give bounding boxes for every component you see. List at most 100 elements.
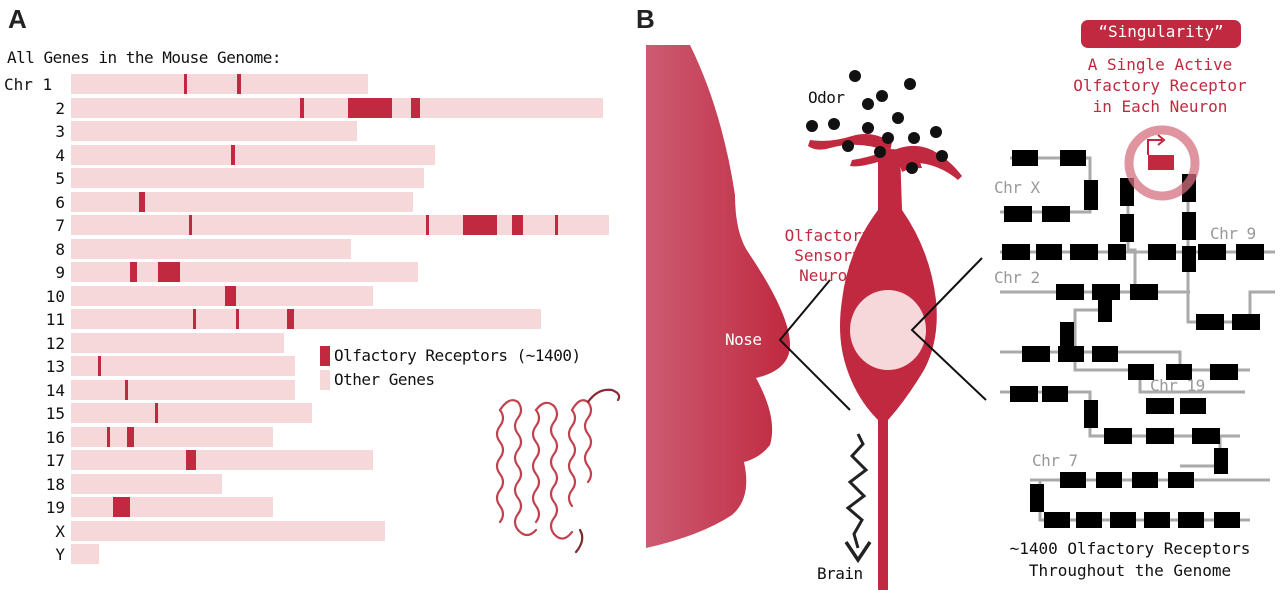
olfactory-receptor-mark: [231, 144, 236, 165]
olfactory-receptor-mark: [155, 403, 159, 423]
panel-a-title: All Genes in the Mouse Genome:: [7, 48, 281, 67]
chromosome-label: 14: [45, 380, 65, 400]
legend-or-swatch: [320, 346, 330, 366]
chromosome-bar: [71, 74, 368, 94]
chromosome-bar: [71, 473, 223, 494]
olfactory-receptor-mark: [511, 215, 524, 235]
nose-label: Nose: [725, 330, 762, 349]
chromosome-bar: [71, 262, 419, 282]
chromosome-label: 15: [45, 404, 65, 423]
olfactory-receptor-mark: [554, 215, 558, 235]
chromosome-label: 2: [55, 98, 65, 118]
chromosome-label: 18: [45, 474, 65, 494]
face-profile: [646, 45, 790, 548]
olfactory-receptor-mark: [157, 262, 181, 282]
panel-a-letter: A: [8, 4, 27, 34]
chromosome-bar: [71, 215, 609, 235]
olfactory-receptor-mark: [113, 497, 131, 517]
odor-molecules: [806, 70, 948, 174]
olfactory-receptor-mark: [185, 450, 196, 470]
olfactory-receptor-mark: [107, 426, 111, 447]
chromosome-label: 5: [55, 169, 65, 188]
chromosome-bar: [71, 144, 435, 165]
legend-other-label: Other Genes: [334, 370, 435, 389]
chromosome-label: 13: [45, 357, 65, 376]
odor-label: Odor: [808, 88, 845, 107]
legend-or-label: Olfactory Receptors (~1400): [334, 346, 581, 365]
olfactory-receptor-mark: [425, 215, 430, 235]
chromosome-bar: [71, 403, 312, 423]
active-receptor-highlight: [1124, 125, 1200, 201]
olfactory-receptor-mark: [287, 309, 295, 329]
singularity-description: A Single Active Olfactory Receptor in Ea…: [1073, 55, 1247, 116]
active-receptor-gene: [1148, 155, 1174, 170]
chromosome-bar: [71, 191, 413, 212]
chromosome-bar: [71, 520, 385, 541]
chr-label-x: Chr X: [994, 178, 1040, 197]
chromosome-label: 9: [55, 263, 65, 282]
chromosome-bar: [71, 238, 351, 259]
transcription-arrow-icon: [1147, 139, 1162, 155]
olfactory-receptor-mark: [347, 97, 393, 118]
chromosome-label: 10: [45, 286, 65, 306]
olfactory-receptor-mark: [127, 426, 135, 447]
olfactory-receptor-mark: [235, 309, 239, 329]
chr-label-9: Chr 9: [1210, 224, 1256, 243]
chromosome-label: 8: [55, 239, 65, 259]
olfactory-receptor-genes: [1002, 150, 1264, 528]
chromosome-label: Chr 1: [4, 75, 53, 94]
chromosome-label: 4: [55, 145, 65, 165]
chromosome-label: 7: [55, 216, 65, 235]
neuron-nucleus: [850, 290, 926, 370]
chromosome-bar: [71, 497, 273, 517]
chromosome-bar: [71, 544, 99, 564]
olfactory-receptor-mark: [225, 285, 237, 306]
chr-label-19: Chr 19: [1150, 376, 1205, 395]
olfactory-receptor-mark: [193, 309, 197, 329]
neuron-label: Olfactory Sensory Neuron: [784, 226, 872, 285]
brain-label: Brain: [817, 564, 863, 583]
olfactory-receptor-mark: [97, 356, 101, 376]
panel-b-letter: B: [636, 4, 655, 34]
chromosome-bar: [71, 97, 603, 118]
olfactory-receptor-mark: [183, 74, 187, 94]
chromosome-label: Y: [55, 545, 65, 564]
olfactory-receptor-mark: [124, 379, 128, 400]
axon-to-brain: [845, 433, 869, 549]
chromosome-bar: [71, 332, 284, 353]
chromosome-label: 3: [55, 122, 65, 141]
down-arrow-icon: [844, 541, 872, 564]
olfactory-receptor-mark: [130, 262, 137, 282]
nose-pointer-line: [778, 279, 851, 411]
olfactory-receptor-mark: [139, 191, 145, 212]
footer-caption: ~1400 Olfactory Receptors Throughout the…: [1009, 539, 1251, 580]
singularity-badge-bg: [1081, 20, 1241, 48]
olfactory-receptor-mark: [463, 215, 498, 235]
chromosome-bar: [71, 426, 273, 447]
chromosome-bar: [71, 379, 295, 400]
chromosome-label: 12: [45, 333, 65, 353]
olfactory-receptor-mark: [237, 74, 241, 94]
chromosome-bar: [71, 450, 374, 470]
chromosome-label: 17: [45, 451, 65, 470]
chromosome-bar: [71, 356, 295, 376]
chromosome-label: X: [55, 521, 65, 541]
chromosome-bar: [71, 309, 542, 329]
chromosome-label: 6: [55, 192, 65, 212]
legend-other-swatch: [320, 370, 330, 390]
singularity-badge-text: “Singularity”: [1098, 22, 1224, 41]
olfactory-receptor-mark: [411, 97, 420, 118]
nucleus-zoom-line: [910, 257, 987, 401]
chromosome-label: 19: [45, 498, 65, 517]
chromosome-label: 16: [45, 427, 65, 447]
chromosome-bar: [71, 168, 424, 188]
chr-label-7: Chr 7: [1032, 451, 1078, 470]
chromosome-label: 11: [45, 310, 65, 329]
chromosome-bar: [71, 121, 357, 141]
chromosome-bar: [71, 285, 374, 306]
olfactory-receptor-mark: [189, 215, 193, 235]
receptor-protein-structure: [495, 388, 621, 554]
chr-label-2: Chr 2: [994, 268, 1040, 287]
olfactory-receptor-mark: [299, 97, 305, 118]
